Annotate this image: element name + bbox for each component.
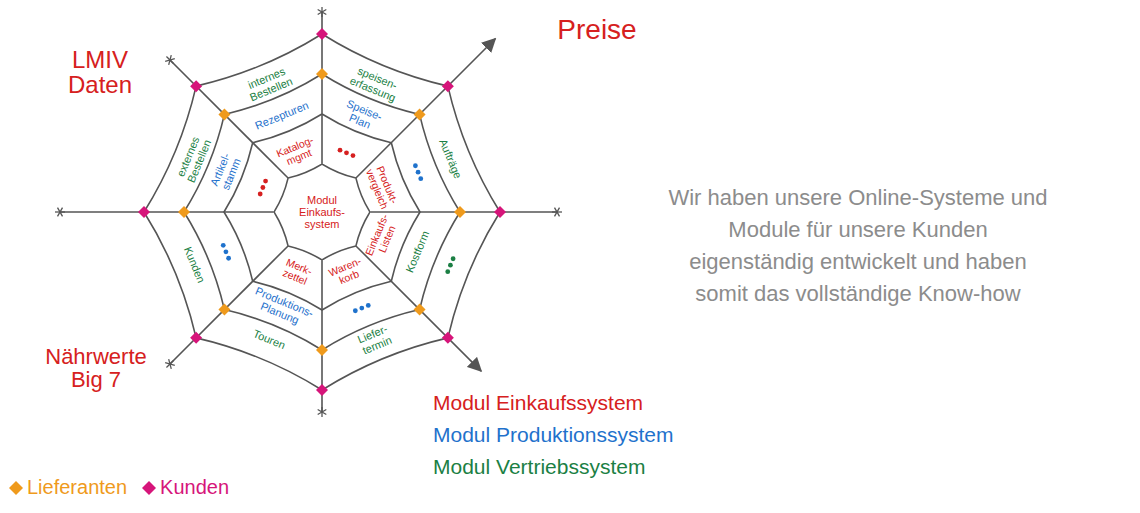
legend-item: Lieferanten [8, 476, 127, 499]
corner-note: Preise [557, 15, 636, 44]
ellipsis-dot [344, 150, 349, 155]
ellipsis-dot [353, 308, 358, 313]
spoke-end-mark [169, 359, 172, 369]
corner-note: Nährwerte Big 7 [31, 345, 161, 391]
customer-diamond [316, 28, 328, 40]
ellipsis-dot [418, 176, 423, 181]
ellipsis-dot [224, 249, 229, 254]
web-cell-label: Einkaufs- Listen [363, 212, 400, 261]
center-module: Modul Einkaufs- system [274, 164, 370, 260]
customer-diamond [190, 80, 202, 92]
spoke-end-mark [555, 208, 560, 217]
ellipsis-dot [413, 163, 418, 168]
description-text: Wir haben unsere Online-Systeme und Modu… [666, 182, 1051, 310]
module-key: Modul Vertriebssystem [433, 456, 645, 478]
supplier-diamond [218, 304, 230, 316]
ellipsis-dot [221, 243, 226, 248]
module-title: Modul Einkaufs- system [299, 194, 345, 230]
web-cell-label: Produktions- Planung [249, 286, 315, 331]
customer-diamond [442, 80, 454, 92]
web-ring [144, 34, 500, 390]
legend-swatch [8, 480, 24, 496]
web-cell-label: Katalog- mgmt [275, 134, 320, 169]
customer-diamond [442, 332, 454, 344]
web-cell-label: Speise- Plan [340, 98, 383, 134]
ellipsis-dot [351, 153, 356, 158]
ellipsis-dot [448, 263, 453, 268]
supplier-diamond [454, 206, 466, 218]
web-cell-label: Produkt- vergleich [364, 164, 400, 211]
spoke-end-mark [318, 10, 327, 15]
legend-text: Kunden [160, 476, 229, 499]
customer-diamond [190, 332, 202, 344]
spoke-end-mark [58, 208, 63, 217]
ellipsis-dot [260, 185, 265, 190]
ellipsis-dot [338, 148, 343, 153]
supplier-diamond [414, 304, 426, 316]
web-cell-label: Touren [251, 329, 286, 353]
module-key: Modul Einkaufssystem [433, 392, 643, 414]
web-spoke [356, 39, 495, 178]
supplier-diamond [316, 344, 328, 356]
customer-diamond [494, 206, 506, 218]
legend: Lieferanten Kunden [8, 476, 243, 499]
spoke-end-mark [555, 208, 560, 217]
customer-diamond [138, 206, 150, 218]
supplier-diamond [218, 108, 230, 120]
supplier-diamond [414, 108, 426, 120]
spoke-end-mark [318, 410, 327, 415]
ellipsis-dot [226, 256, 231, 261]
legend-item: Kunden [141, 476, 229, 499]
web-cell-label: Kunden [181, 245, 206, 284]
web-cell-label: Aufträge [437, 137, 464, 180]
module-key: Modul Produktionssystem [433, 424, 673, 446]
spoke-end-mark [318, 410, 327, 415]
legend-text: Lieferanten [27, 476, 127, 499]
web-cell-label: Rezepturen [254, 100, 311, 132]
web-spoke [60, 211, 274, 213]
web-cell-label: Kostform [404, 229, 432, 274]
ellipsis-dot [258, 192, 263, 197]
ellipsis-dot [451, 256, 456, 261]
corner-note: LMIV Daten [68, 47, 132, 97]
web-ring [224, 114, 420, 310]
ellipsis-dot [416, 170, 421, 175]
spoke-end-mark [318, 10, 327, 15]
legend-swatch [141, 480, 157, 496]
supplier-diamond [316, 68, 328, 80]
supplier-diamond [178, 206, 190, 218]
ellipsis-dot [359, 306, 364, 311]
web-ring [184, 74, 460, 350]
ellipsis-dot [263, 179, 268, 184]
web-cell-label: Waren- korb [327, 255, 367, 288]
spoke-end-mark [165, 59, 175, 62]
ellipsis-dot [366, 303, 371, 308]
ellipsis-dot [445, 269, 450, 274]
spoke-end-mark [58, 208, 63, 217]
web-cell-label: Merk- zettel [281, 257, 314, 288]
customer-diamond [316, 384, 328, 396]
